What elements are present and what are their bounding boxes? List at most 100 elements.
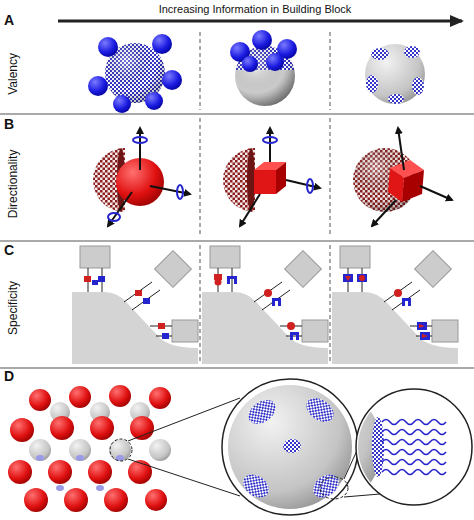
specificity-column-3-part [340, 246, 370, 268]
zoom-callout-part-part [258, 385, 382, 509]
specificity-column-3-part [432, 320, 458, 342]
zoom-callout-part [222, 379, 358, 515]
lattice-part [24, 488, 48, 512]
specificity-column-2-part [202, 292, 328, 364]
zoom-callout-part [320, 477, 348, 499]
valency-column-1 [88, 34, 182, 113]
specificity-column-3-part [422, 334, 428, 338]
panel-letter: D [4, 368, 14, 384]
specificity-column-1-part [98, 276, 105, 282]
directionality-column-3-part [420, 186, 452, 200]
valency-column-3-part [388, 94, 404, 104]
directionality-column-3-part [398, 128, 404, 170]
directionality-column-1-part [108, 192, 132, 226]
valency-column-3-part [412, 77, 424, 95]
column-divider-part [330, 32, 331, 110]
valency-column-3-part [404, 46, 420, 58]
lattice-part [104, 488, 128, 512]
valency-column-2-part [242, 56, 258, 72]
specificity-column-2-part [302, 320, 328, 342]
zoom-callout-part-part [228, 385, 352, 509]
directionality-column-2-part [240, 194, 260, 226]
zoom-callout-part-part-part [382, 440, 446, 445]
zoom-callout-part-part-part [382, 470, 446, 475]
specificity-column-3-part [343, 274, 353, 282]
lattice-part [149, 439, 171, 461]
directionality-column-2-part [223, 148, 255, 212]
zoom-callout-part-part [239, 470, 273, 502]
lattice-part [56, 485, 64, 491]
specificity-column-2-part [264, 289, 272, 297]
specificity-column-2-part [232, 268, 233, 292]
lattice-part [145, 489, 167, 511]
column-divider-part [200, 118, 201, 237]
specificity-column-2-part [286, 336, 302, 337]
specificity-column-3-part [359, 275, 365, 281]
specificity-column-1-part [155, 251, 192, 288]
specificity-column-1-part [162, 333, 169, 339]
valency-column-3-part [371, 48, 389, 60]
lattice-part [90, 416, 114, 440]
directionality-column-1 [93, 128, 190, 226]
directionality-column-2-part [276, 162, 286, 194]
specificity-column-1-part [135, 290, 142, 296]
lattice-part [130, 416, 154, 440]
directionality-column-1-part [177, 185, 183, 199]
column-divider-part [200, 245, 201, 364]
row-divider [0, 114, 474, 368]
specificity-column-3-part [402, 298, 411, 306]
row-label: Directionality [7, 150, 21, 219]
valency-column-1-part [98, 37, 118, 57]
directionality-column-1-part [108, 213, 120, 221]
trend-arrow [58, 20, 462, 23]
row-divider-part [0, 114, 474, 115]
valency-column-2-part [252, 30, 272, 50]
valency-column-2 [230, 30, 297, 106]
specificity-column-1-part [132, 290, 160, 310]
valency-column-1-part [145, 92, 163, 110]
specificity-column-3-part [394, 289, 402, 297]
directionality-column-2-part [254, 170, 276, 194]
specificity-column-2-part [285, 251, 322, 288]
specificity-column-1-part [84, 276, 91, 282]
zoom-callout-part [110, 439, 132, 461]
specificity-column-2-part [287, 322, 295, 330]
lattice-part [10, 418, 34, 442]
specificity-column-3-part [415, 251, 452, 288]
valency-column-3 [365, 44, 425, 104]
lattice-part [29, 439, 51, 461]
lattice-part [76, 455, 84, 461]
lattice-part [36, 455, 44, 461]
specificity-column-1-part [72, 292, 198, 364]
specificity-column-1-part [158, 323, 165, 329]
zoom-callout-part-part [283, 439, 301, 453]
zoom-callout-part [128, 459, 240, 496]
row-label: Specificity [7, 281, 21, 335]
directionality-column-2-part [286, 180, 320, 188]
zoom-callout-part [228, 385, 352, 509]
lattice-part [69, 386, 91, 408]
zoom-callout-part-part-part [382, 420, 446, 425]
lattice-part [88, 460, 112, 484]
directionality-column-1-part [139, 128, 141, 170]
lattice-part [96, 485, 104, 491]
specificity-column-2-part [210, 246, 240, 268]
directionality-column-2 [223, 128, 320, 226]
specificity-column-3-part [392, 290, 420, 310]
specificity-column-1 [72, 246, 198, 364]
directionality-column-3 [353, 128, 452, 226]
specificity-column-2-part [227, 276, 237, 284]
lattice-part [109, 385, 131, 407]
specificity-column-3-part [345, 276, 351, 281]
zoom-callout-part [258, 385, 446, 509]
row-divider-part [0, 241, 474, 242]
specificity-column-1-part [172, 320, 198, 342]
zoom-callout-part-part [302, 393, 338, 427]
directionality-column-2-part [269, 128, 271, 162]
valency-column-1-part [162, 70, 182, 90]
valency-column-3-part [366, 75, 378, 93]
column-divider [200, 32, 330, 364]
column-divider-part [330, 118, 331, 237]
directionality-column-3-part [372, 200, 396, 226]
valency-column-1-part [88, 76, 108, 96]
